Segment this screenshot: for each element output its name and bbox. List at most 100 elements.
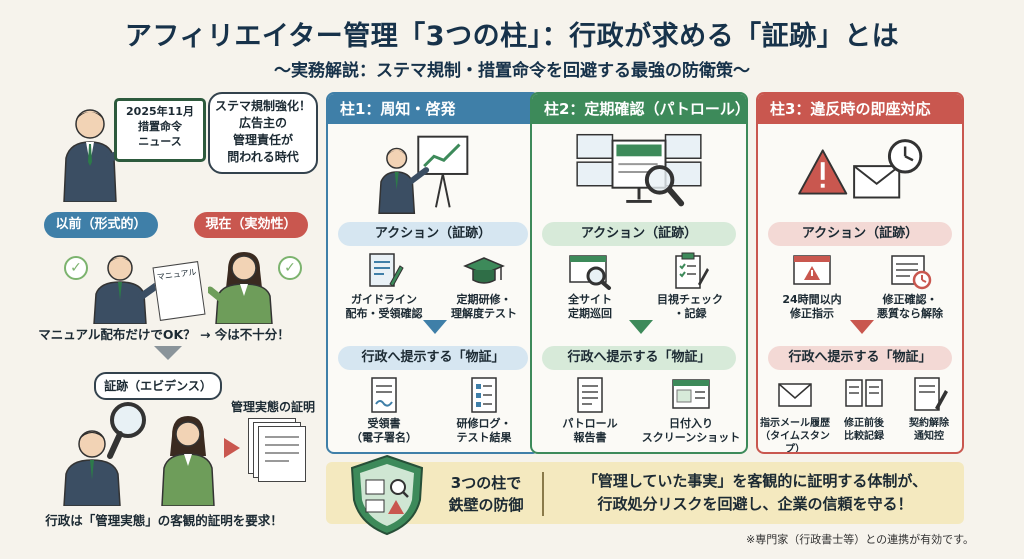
proof-item-line: パトロール: [562, 417, 618, 430]
action-item-line: 理解度テスト: [451, 307, 517, 320]
pillar-3-title: 柱3：違反時の即座対応: [758, 94, 962, 124]
speech-line: 広告主の: [238, 116, 287, 130]
down-arrow-icon: [423, 320, 447, 334]
patrol-report-icon: [577, 377, 603, 413]
shield-icon: [350, 454, 424, 536]
document-pen-icon: [369, 253, 404, 287]
proof-item: パトロール 報告書: [542, 376, 638, 445]
before-after-compare-icon: [845, 379, 883, 407]
worried-woman-icon: [161, 416, 215, 506]
proof-item-line: 比較記録: [844, 431, 884, 442]
banner-message-line: 行政処分リスクを回避し、企業の信頼を守る！: [597, 495, 913, 513]
clipboard-check-icon: [675, 252, 709, 289]
page-subtitle: 〜実務解説：ステマ規制・措置命令を回避する最強の防衛策〜: [274, 61, 750, 81]
checklist-log-icon: [471, 377, 497, 413]
proof-band: 行政へ提示する「物証」: [542, 346, 736, 370]
caption-manual-not-enough: マニュアル配布だけでOK？ → 今は不十分！: [38, 327, 290, 342]
proof-item-line: 通知控: [914, 431, 944, 442]
document-stack-icon: [248, 418, 308, 482]
action-band: アクション（証跡）: [768, 222, 952, 246]
action-item-line: 悪質なら解除: [877, 307, 943, 320]
left-context-panel: 2025年11月 措置命令 ニュース ステマ規制強化！ 広告主の 管理責任が 問…: [8, 88, 320, 528]
pillar-2-patrol: 柱2：定期確認（パトロール） アクション（証跡） 全サイト 定期巡回: [530, 92, 748, 454]
document-clock-icon: [891, 255, 932, 290]
action-band: アクション（証跡）: [542, 222, 736, 246]
action-item-line: 定期巡回: [568, 307, 612, 320]
action-item: 24時間以内 修正指示: [764, 252, 860, 321]
action-item: 目視チェック ・記録: [642, 252, 738, 321]
action-item-line: 定期研修・: [456, 293, 512, 306]
action-item-line: 全サイト: [568, 293, 612, 306]
proof-item-line: スクリーンショット: [641, 431, 741, 444]
warning-screen-icon: [793, 255, 831, 285]
action-item: ガイドライン 配布・受領確認: [336, 252, 432, 321]
alert-mail-clock-icon: [798, 139, 923, 199]
proof-item-line: テスト結果: [456, 431, 512, 444]
proof-item-line: 修正前後: [844, 418, 884, 429]
tag-now-effective: 現在（実効性）: [194, 212, 308, 238]
businessman-handing-manual-icon: [93, 255, 158, 324]
action-item-line: ・記録: [673, 307, 707, 320]
action-item: 定期研修・ 理解度テスト: [436, 252, 532, 321]
tag-before-formal: 以前（形式的）: [44, 212, 158, 238]
businesswoman-icon: [208, 252, 273, 324]
graduation-cap-icon: [463, 257, 505, 284]
proof-item-line: 指示メール履歴: [760, 418, 830, 429]
manual-document-icon: マニュアル: [152, 261, 206, 321]
pillar-3-response: 柱3：違反時の即座対応 アクション（証跡） 24時間以内 修正指示: [756, 92, 964, 454]
proof-item: 指示メール履歴 （タイムスタンプ）: [758, 376, 832, 452]
website-search-icon: [569, 255, 611, 290]
down-arrow-icon: [629, 320, 653, 334]
pillar-1-awareness: 柱1：周知・啓発 アクション（証跡） ガイドライン 配布・受領確認 定期研修・ …: [326, 92, 540, 454]
action-item-line: 24時間以内: [782, 293, 842, 306]
speech-line: 管理責任が: [232, 133, 293, 147]
proof-item-line: 研修ログ・: [456, 417, 512, 430]
proof-band: 行政へ提示する「物証」: [768, 346, 952, 370]
proof-item-line: 日付入り: [669, 417, 713, 430]
proof-item-line: 契約解除: [909, 418, 949, 429]
action-item: 修正確認・ 悪質なら解除: [862, 252, 958, 321]
speech-line: ステマ規制強化！: [214, 99, 311, 113]
news-board-line: 2025年11月: [126, 105, 194, 118]
signed-receipt-icon: [371, 377, 397, 413]
termination-notice-icon: [914, 377, 948, 411]
proof-item: 受領書 （電子署名）: [336, 376, 432, 445]
inspector-with-magnifier-icon: [63, 402, 146, 506]
action-band: アクション（証跡）: [338, 222, 528, 246]
proof-item: 修正前後 比較記録: [832, 376, 896, 443]
right-arrow-icon: [224, 438, 240, 458]
banner-message: 「管理していた事実」を客観的に証明する体制が、 行政処分リスクを回避し、企業の信…: [550, 470, 960, 516]
evidence-bubble: 証跡（エビデンス）: [94, 372, 222, 400]
proof-item-line: 報告書: [573, 431, 607, 444]
action-item-line: 目視チェック: [657, 293, 723, 306]
proof-item-line: （電子署名）: [351, 431, 417, 444]
action-item-line: 修正確認・: [882, 293, 938, 306]
banner-message-line: 「管理していた事実」を客観的に証明する体制が、: [582, 472, 928, 490]
down-arrow-icon: [154, 346, 182, 360]
proof-band: 行政へ提示する「物証」: [338, 346, 528, 370]
banner-divider: [542, 472, 544, 516]
summary-banner: 3つの柱で 鉄壁の防御 「管理していた事実」を客観的に証明する体制が、 行政処分…: [326, 454, 964, 536]
proof-item: 研修ログ・ テスト結果: [436, 376, 532, 445]
presenter-with-board-icon: [378, 135, 469, 214]
speech-line: 問われる時代: [227, 150, 299, 164]
banner-slogan-line: 3つの柱で: [450, 474, 522, 492]
check-icon: ✓: [278, 256, 302, 280]
banner-slogan: 3つの柱で 鉄壁の防御: [434, 472, 538, 516]
down-arrow-icon: [850, 320, 874, 334]
proof-item: 日付入り スクリーンショット: [636, 376, 746, 445]
pillar-1-title: 柱1：周知・啓発: [328, 94, 538, 124]
action-item-line: 修正指示: [790, 307, 834, 320]
action-item: 全サイト 定期巡回: [542, 252, 638, 321]
check-icon: ✓: [64, 256, 88, 280]
monitor-magnifier-icon: [576, 133, 702, 207]
news-board: 2025年11月 措置命令 ニュース: [114, 98, 206, 162]
dated-screenshot-icon: [672, 379, 710, 409]
action-item-line: ガイドライン: [351, 293, 417, 306]
mail-history-icon: [778, 383, 812, 407]
news-board-line: ニュース: [138, 135, 182, 148]
proof-item: 契約解除 通知控: [896, 376, 962, 443]
news-board-line: 措置命令: [138, 120, 182, 133]
proof-of-management-label: 管理実態の証明: [230, 400, 315, 414]
caption-objective-proof: 行政は「管理実態」の客観的証明を要求！: [45, 513, 283, 528]
